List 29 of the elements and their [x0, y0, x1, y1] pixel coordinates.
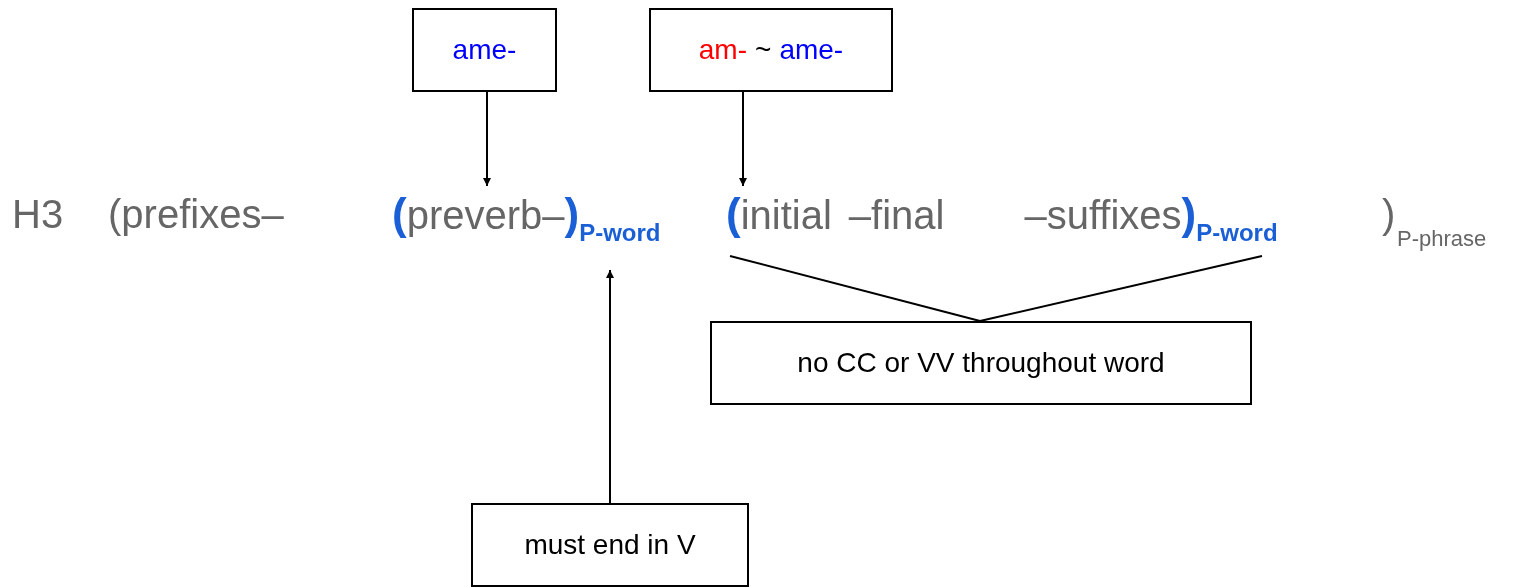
bracket: (	[726, 190, 741, 238]
connector-line	[979, 255, 1263, 322]
box-text: am-	[698, 34, 748, 66]
formula-text: )	[1382, 191, 1396, 238]
morpheme-text: –suffixes	[1024, 192, 1182, 237]
morpheme-text: preverb–	[406, 192, 565, 239]
subscript-label: P-word	[1196, 218, 1278, 248]
box-text: ame-	[779, 34, 844, 66]
arrow	[606, 269, 614, 504]
bracket: )	[1181, 190, 1197, 238]
bracket: (	[392, 190, 407, 238]
box-text: no CC or VV throughout word	[797, 347, 1165, 379]
formula-text: (prefixes–	[108, 191, 284, 238]
morpheme-text: initial	[740, 192, 832, 237]
box-text: ~	[755, 34, 772, 66]
box-text: ame-	[452, 34, 517, 66]
formula-text: P-phrase	[1397, 225, 1487, 253]
subscript-label: P-word	[579, 218, 661, 248]
arrow	[739, 91, 747, 187]
box-text: must end in V	[524, 529, 696, 561]
bracket: )	[564, 190, 580, 238]
text-box	[649, 8, 893, 92]
text-box	[471, 503, 749, 587]
morpheme-text: –final	[848, 192, 945, 239]
connector-line	[729, 255, 981, 322]
formula-text: H3	[12, 191, 64, 238]
text-box	[710, 321, 1252, 405]
text-box	[412, 8, 557, 92]
arrow	[483, 91, 491, 187]
